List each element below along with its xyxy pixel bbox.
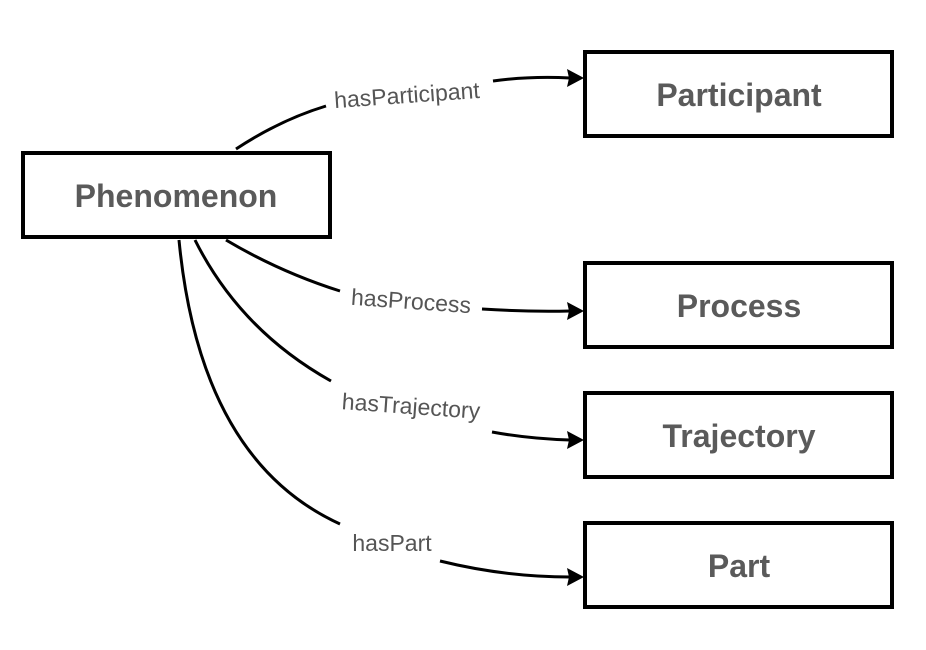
edge-has-part-line-end [439, 559, 571, 579]
node-process-label: Process [677, 288, 802, 324]
node-part-box [583, 521, 894, 609]
edge-has-participant-arrowhead [567, 69, 584, 87]
node-part: Part [583, 521, 894, 609]
edge-has-part-arrowhead [567, 568, 584, 586]
edge-has-participant-line [235, 104, 327, 151]
edge-has-process-line [225, 238, 341, 293]
edge-has-part-line [177, 239, 341, 526]
edge-has-process: hasProcess [225, 238, 584, 320]
edge-has-trajectory-arrowhead [567, 431, 584, 449]
node-process: Process [583, 261, 894, 349]
edge-has-process-label: hasProcess [350, 284, 472, 318]
node-phenomenon-box [21, 151, 332, 239]
edge-has-process-arrowhead [567, 302, 584, 320]
node-part-label: Part [708, 548, 771, 584]
edge-has-trajectory: hasTrajectory [193, 239, 584, 449]
node-phenomenon: Phenomenon [21, 151, 332, 239]
node-trajectory: Trajectory [583, 391, 894, 479]
edge-has-trajectory-line [193, 239, 332, 383]
edge-has-participant-label: hasParticipant [333, 77, 481, 113]
node-process-box [583, 261, 894, 349]
node-participant: Participant [583, 50, 894, 138]
edge-has-part: hasPart [177, 239, 584, 586]
node-participant-label: Participant [656, 77, 822, 113]
edge-has-trajectory-line-end [491, 430, 571, 442]
edge-has-participant: hasParticipant [235, 69, 584, 151]
node-participant-box [583, 50, 894, 138]
edge-has-participant-line-end [492, 75, 571, 83]
node-trajectory-label: Trajectory [663, 418, 816, 454]
edge-has-part-label: hasPart [352, 530, 432, 556]
node-trajectory-box [583, 391, 894, 479]
edge-has-process-line-end [481, 307, 571, 313]
node-phenomenon-label: Phenomenon [75, 178, 278, 214]
edge-has-trajectory-label: hasTrajectory [341, 388, 481, 424]
